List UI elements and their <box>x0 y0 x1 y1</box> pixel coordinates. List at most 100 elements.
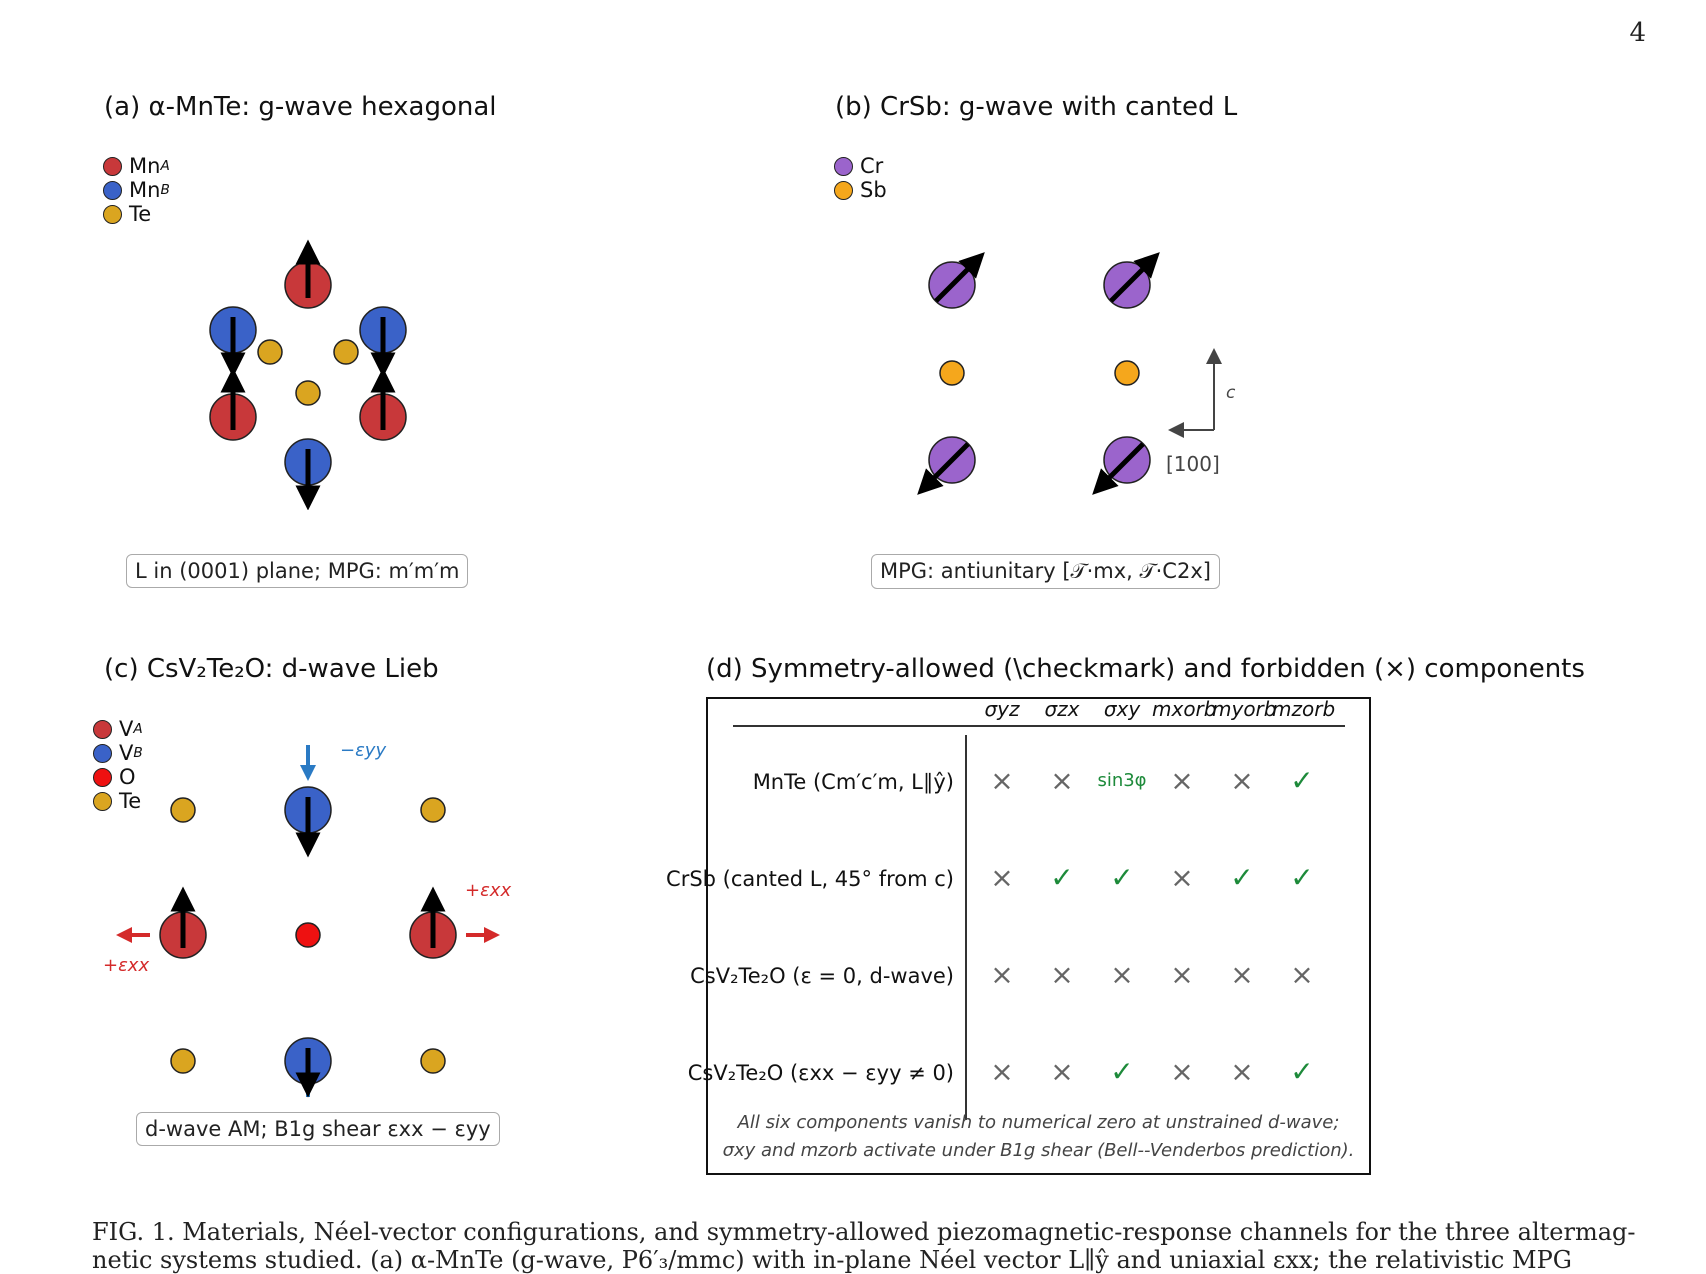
legend-label: Te <box>119 789 142 813</box>
figure-caption-line-2: netic systems studied. (a) α-MnTe (g-wav… <box>92 1246 1572 1274</box>
table-cell: × <box>1050 1055 1074 1088</box>
legend-item-cr: Cr <box>834 154 887 178</box>
strain-yy-label: −εyy <box>340 740 387 761</box>
table-cell: ✓ <box>1290 861 1314 894</box>
page-number: 4 <box>1629 18 1646 48</box>
panel-a-title: (a) α-MnTe: g-wave hexagonal <box>104 92 497 122</box>
te-atom <box>420 1048 446 1074</box>
panel-a-lattice <box>209 239 407 510</box>
panel-a-caption: L in (0001) plane; MPG: m′m′m <box>126 554 469 588</box>
legend-item-sb: Sb <box>834 178 887 202</box>
table-cell: × <box>1050 764 1074 797</box>
table-cell: × <box>1110 958 1134 991</box>
table-cell: ✓ <box>1110 861 1134 894</box>
panel-c-title: (c) CsV₂Te₂O: d-wave Lieb <box>104 654 439 684</box>
te-atom <box>295 380 321 406</box>
axis-100-label: [100] <box>1166 452 1220 476</box>
table-row-label: CsV₂Te₂O (εxx − εyy ≠ 0) <box>687 1061 954 1085</box>
table-cell: ✓ <box>1290 764 1314 797</box>
sb-atom <box>939 360 965 386</box>
strain-xx-left-label: +εxx <box>103 955 150 976</box>
table-cell: × <box>990 764 1014 797</box>
col-header: σzx <box>1044 697 1080 721</box>
legend-label: Te <box>129 202 152 226</box>
panel-c-caption: d-wave AM; B1g shear εxx − εyy <box>136 1112 500 1146</box>
te-atom <box>420 797 446 823</box>
table-cell: × <box>990 861 1014 894</box>
mn-a-swatch <box>103 156 122 176</box>
panel-c-lattice <box>116 745 500 1098</box>
table-cell: ✓ <box>1110 1055 1134 1088</box>
te-atom <box>170 1048 196 1074</box>
te-atom <box>257 339 283 365</box>
legend-sub: A <box>133 721 143 737</box>
te-atom <box>333 339 359 365</box>
o-swatch <box>93 767 112 787</box>
table-cell: ✓ <box>1050 861 1074 894</box>
table-cell: × <box>990 958 1014 991</box>
col-header: myorb <box>1212 697 1277 721</box>
table-note-line-1: All six components vanish to numerical z… <box>737 1112 1340 1133</box>
table-cell: sin3φ <box>1097 770 1147 791</box>
panel-b-lattice: c [100] <box>917 252 1236 495</box>
table-row-label: CrSb (canted L, 45° from c) <box>666 867 954 891</box>
mn-b-swatch <box>103 180 122 200</box>
col-header: mzorb <box>1272 697 1336 721</box>
sb-atom <box>1114 360 1140 386</box>
panel-b-legend: Cr Sb <box>834 154 887 202</box>
legend-item-o: O <box>93 765 143 789</box>
table-cell: ✓ <box>1290 1055 1314 1088</box>
legend-label: Mn <box>129 178 161 202</box>
table-row: × × ✓ × × ✓ <box>972 1055 1332 1088</box>
table-note-line-2: σxy and mzorb activate under B1g shear (… <box>722 1140 1355 1161</box>
legend-label: V <box>119 717 134 741</box>
table-cell: × <box>1230 1055 1254 1088</box>
table-cell: ✓ <box>1230 861 1254 894</box>
legend-sub: B <box>133 745 143 761</box>
table-row: × × sin3φ × × ✓ <box>972 764 1332 797</box>
col-header: mxorb <box>1152 697 1217 721</box>
symmetry-table <box>706 697 1371 1175</box>
panel-d-title: (d) Symmetry-allowed (\checkmark) and fo… <box>706 654 1585 684</box>
table-cell: × <box>1050 958 1074 991</box>
figure-caption-line-1: FIG. 1. Materials, Néel-vector configura… <box>92 1218 1636 1246</box>
table-cell: × <box>1170 861 1194 894</box>
table-cell: × <box>990 1055 1014 1088</box>
legend-sub: B <box>160 182 170 198</box>
cr-swatch <box>834 156 853 176</box>
legend-sub: A <box>160 158 170 174</box>
panel-b-title: (b) CrSb: g-wave with canted L <box>835 92 1238 122</box>
table-column-headers: σyz σzx σxy mxorb myorb mzorb <box>972 697 1336 721</box>
table-vertical-rule <box>965 735 967 1120</box>
col-header: σyz <box>984 697 1020 721</box>
legend-label: V <box>119 741 134 765</box>
table-row: × × × × × × <box>972 958 1332 991</box>
legend-label: O <box>119 765 136 789</box>
panel-b-caption: MPG: antiunitary [𝒯·mx, 𝒯·C2x] <box>871 554 1220 589</box>
legend-label: Mn <box>129 154 161 178</box>
table-cell: × <box>1170 958 1194 991</box>
v-a-swatch <box>93 719 112 739</box>
sb-swatch <box>834 180 853 200</box>
te-swatch <box>103 204 122 224</box>
te-atom <box>170 797 196 823</box>
te-swatch <box>93 791 112 811</box>
legend-item-te: Te <box>103 202 170 226</box>
table-cell: × <box>1230 958 1254 991</box>
o-atom <box>295 922 321 948</box>
table-cell: × <box>1230 764 1254 797</box>
table-cell: × <box>1170 1055 1194 1088</box>
strain-xx-right-label: +εxx <box>465 880 512 901</box>
legend-item-te: Te <box>93 789 143 813</box>
table-cell: × <box>1170 764 1194 797</box>
c-axis-label: c <box>1226 383 1236 403</box>
v-b-swatch <box>93 743 112 763</box>
table-header-rule <box>733 725 1345 727</box>
table-row-label: MnTe (Cm′c′m, L∥ŷ) <box>752 770 954 794</box>
table-row: × ✓ ✓ × ✓ ✓ <box>972 861 1332 894</box>
